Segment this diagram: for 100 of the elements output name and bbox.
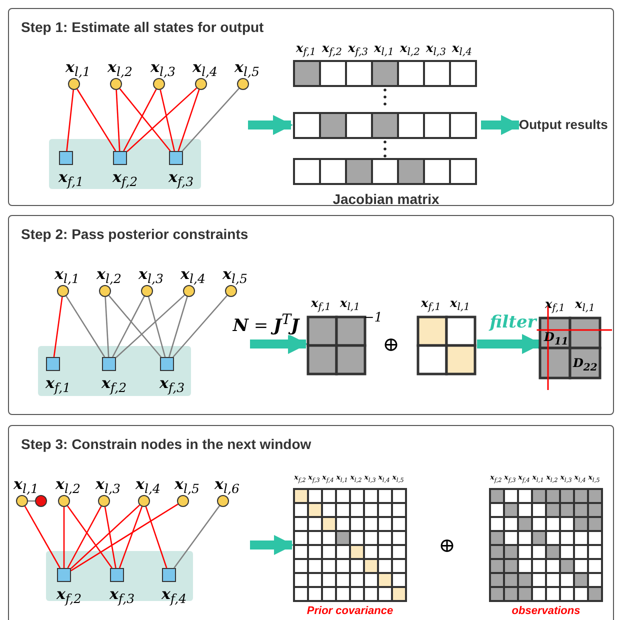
column-header: x$_{f,1}$ [544,298,566,314]
variable-label: x$_{l,2}$ [96,266,122,286]
variable-label: x$_{l,5}$ [174,476,200,496]
factor-edge [145,506,168,568]
variable-node [153,78,165,90]
column-header: x$_{l,1}$ [575,298,595,314]
factor-node [162,568,176,582]
factor-edge [116,90,120,152]
column-header: x$_{l,1}$ [374,42,394,58]
step-panel [8,215,614,415]
factor-edge [174,505,220,568]
factor-edge [104,296,110,358]
factor-group-band [38,346,191,396]
factor-edge [118,506,143,568]
factor-node [160,357,174,371]
output-text: Output results [519,117,608,132]
factor-edge [182,88,240,152]
factor-label: x$_{f,2}$ [101,376,127,394]
factor-label: x$_{f,3}$ [159,376,185,394]
factor-edge [66,296,106,358]
variable-node [99,285,111,297]
column-header: x$_{l,2}$ [400,42,420,58]
factor-edge [112,296,145,358]
factor-node [113,151,127,165]
variable-label: x$_{l,4}$ [136,476,160,496]
exponent-label: −1 [363,312,383,324]
variable-node [237,78,249,90]
factor-label: x$_{f,3}$ [168,170,194,188]
variable-label: x$_{l,5}$ [234,60,260,78]
variable-node [183,285,195,297]
factor-edge [67,506,102,568]
block-arrow [250,334,308,354]
factor-edge [168,296,188,358]
column-header: x$_{f,2}$ [322,42,342,58]
variable-label: x$_{l,1}$ [66,60,90,78]
variable-node [138,495,150,507]
factor-label: x$_{f,4}$ [161,586,187,606]
column-header: x$_{l,1}$ [340,296,360,314]
factor-edge [76,88,116,152]
variable-label: x$_{l,3}$ [96,476,120,496]
factor-label: x$_{f,1}$ [45,376,71,394]
matrix-caption: observations [510,605,582,617]
factor-edge [24,506,61,568]
variable-label: x$_{l,2}$ [56,476,80,496]
edge-label: N = J$^{T}$J [232,313,300,335]
variable-label: x$_{l,3}$ [138,266,164,286]
factor-edge [63,507,65,568]
variable-label: x$_{l,6}$ [214,476,240,496]
variable-node [16,495,28,507]
variable-node [195,78,207,90]
matrix-caption: Prior covariance [306,605,394,617]
edge-label: filter [488,314,538,332]
factor-label: x$_{f,1}$ [58,170,84,188]
factor-label: x$_{f,2}$ [56,586,82,606]
factor-edge [104,506,116,568]
variable-node [141,285,153,297]
panel-title: Step 1: Estimate all states for output [21,19,264,35]
factor-edge [148,296,166,358]
factor-edge [172,295,228,358]
variable-label: x$_{l,4}$ [180,266,206,286]
factor-label: x$_{f,3}$ [109,586,135,606]
factor-label: x$_{f,2}$ [112,170,138,188]
column-header: x$_{f,1}$ [310,296,332,314]
factor-edge [70,504,140,569]
factor-edge [123,89,157,152]
factor-group-band [49,139,201,189]
block-arrow [250,535,294,555]
variable-node [217,495,229,507]
factor-node [57,568,71,582]
factor-edge [119,88,171,152]
factor-node [110,568,124,582]
factor-edge [66,506,113,568]
matrix-grid [416,315,477,376]
factor-node [169,151,183,165]
variable-node [225,285,237,297]
column-header: x$_{l,4}$ [452,42,472,58]
column-header: x$_{l,3}$ [426,42,446,58]
factor-node [59,151,73,165]
factor-node [102,357,116,371]
variable-node [110,78,122,90]
factor-edge [108,295,162,358]
factor-edge [160,90,176,152]
factor-edge [66,90,74,152]
factor-edge [53,296,63,358]
variable-node [177,495,189,507]
block-label: D$_{22}$ [573,357,598,374]
factor-edge [126,88,197,152]
step-panel [8,425,614,620]
variable-node [98,495,110,507]
block-arrow [481,115,521,135]
variable-label: x$_{l,3}$ [150,60,176,78]
panel-title: Step 3: Constrain nodes in the next window [21,436,312,452]
column-header: x$_{l,1}$ [450,296,470,314]
variable-label: x$_{l,1}$ [54,266,80,286]
operator-symbol: ⊕ [438,535,456,555]
variable-label: x$_{l,4}$ [192,60,218,78]
step-panel [8,8,614,206]
column-header: x$_{f,1}$ [296,42,316,58]
factor-edge [70,504,178,572]
variable-label: x$_{l,5}$ [222,266,248,286]
